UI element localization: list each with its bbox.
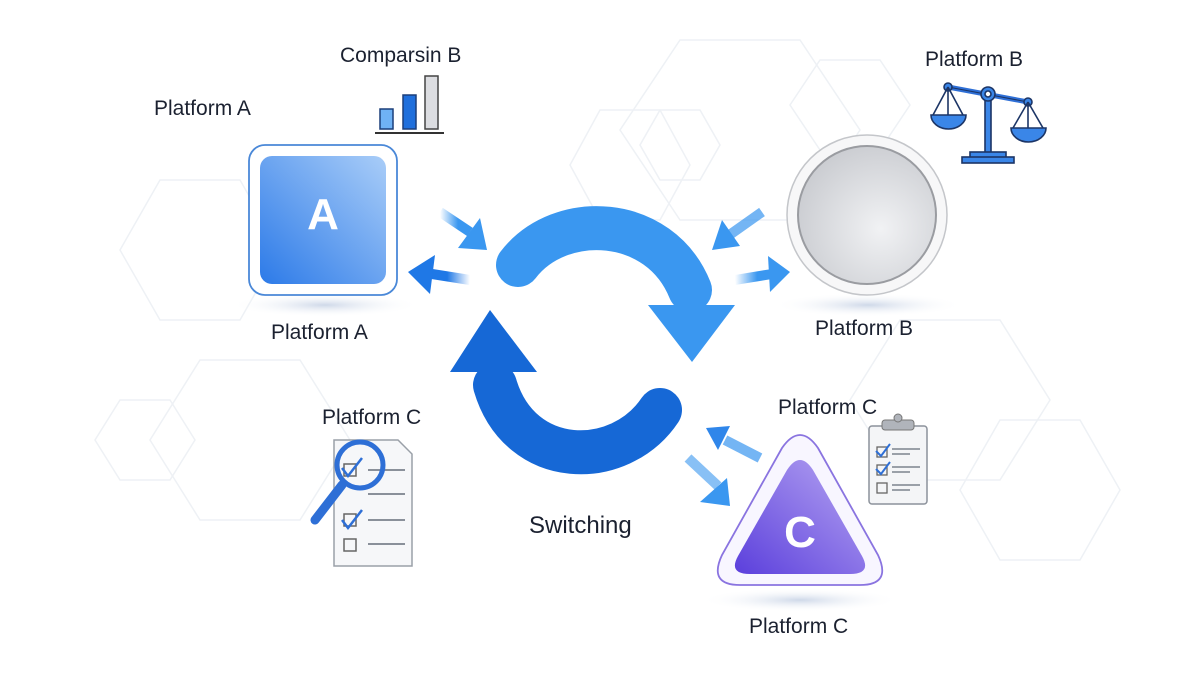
platform-b-bottom-label: Platform B xyxy=(815,317,914,340)
platform-b-top-label: Platform B xyxy=(925,48,1024,71)
platform-a-bottom-label: Platform A xyxy=(271,321,368,344)
platform-c-letter: C xyxy=(784,508,816,557)
platform-c-right-label: Platform C xyxy=(778,396,878,419)
switching-label: Switching xyxy=(529,512,632,539)
platform-c-bottom-label: Platform C xyxy=(749,615,849,638)
platform-a-top-label: Platform A xyxy=(154,97,251,120)
platform-c-left-label: Platform C xyxy=(322,406,422,429)
platform-a-letter: A xyxy=(307,190,339,239)
comparison-label: Comparsin B xyxy=(340,44,462,67)
